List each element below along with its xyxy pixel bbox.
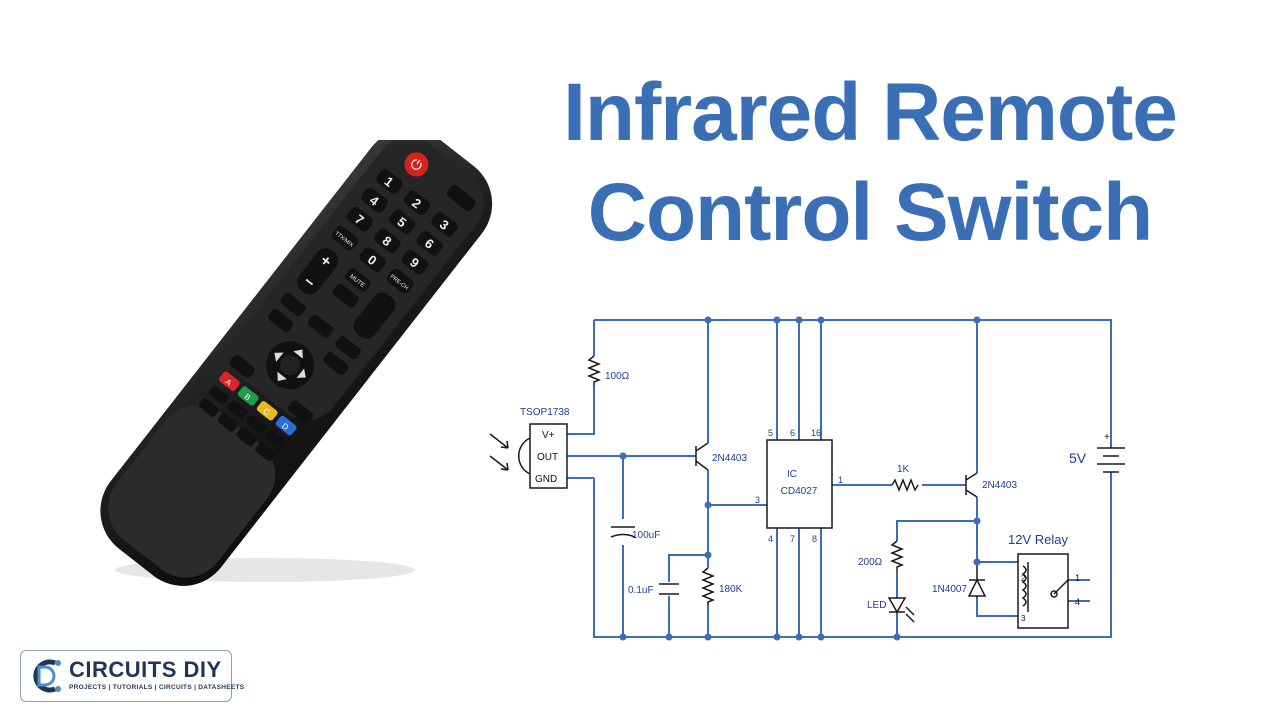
relay-pin-1: 1 (1075, 573, 1080, 583)
resistor-200-ohm (889, 540, 905, 571)
arrow-down-icon (277, 371, 287, 381)
r200-label: 200Ω (858, 557, 883, 568)
relay-label: 12V Relay (1008, 532, 1068, 547)
c01u-label: 0.1uF (628, 585, 654, 596)
battery-symbol (1097, 447, 1125, 473)
mute-button (345, 268, 371, 292)
battery-plus-label: + (1104, 432, 1110, 443)
q2-label: 2N4403 (982, 480, 1017, 491)
key-b-label: B (242, 392, 252, 402)
q1-legs (695, 442, 709, 471)
capacitor-0-1uF (659, 583, 679, 595)
ic-body (766, 439, 833, 529)
sensor-name: TSOP1738 (520, 407, 570, 418)
ic-pin-8: 8 (812, 534, 817, 544)
relay-pin-3: 3 (1021, 614, 1026, 623)
ic-pin-5: 5 (768, 428, 773, 438)
diode-symbol (967, 578, 987, 597)
led-symbol (887, 597, 907, 614)
key-a (219, 371, 240, 391)
ir-arrow-icon (489, 433, 509, 449)
r180k-label: 180K (719, 584, 743, 595)
ic-pin-7: 7 (790, 534, 795, 544)
logo-name: CIRCUITS DIY (69, 657, 222, 682)
r1k-label: 1K (897, 464, 910, 475)
arrow-up-icon (293, 349, 303, 359)
power-button (404, 152, 429, 177)
tsop-lens (518, 437, 531, 475)
sensor-pin-gnd: GND (535, 474, 557, 485)
ic-pin-1: 1 (838, 475, 843, 485)
relay-switch (1053, 579, 1069, 595)
source-button (446, 185, 476, 212)
diode-label: 1N4007 (932, 584, 967, 595)
circuits-diy-logo: CIRCUITS DIY PROJECTS | TUTORIALS | CIRC… (20, 650, 244, 702)
exit-button (287, 400, 314, 424)
components (489, 355, 1125, 629)
tsop-body (529, 423, 568, 489)
led-label: LED (867, 600, 886, 611)
relay-coil (1021, 565, 1027, 607)
logo-tagline: PROJECTS | TUTORIALS | CIRCUITS | DATASH… (69, 684, 245, 691)
title-line-2: Control Switch (587, 167, 1154, 258)
battery-label: 5V (1069, 450, 1087, 466)
q1-label: 2N4403 (712, 453, 747, 464)
color-keys: A B C D (219, 371, 297, 436)
resistor-100-ohm (586, 355, 602, 386)
numeric-keypad: 1 2 3 4 5 6 7 8 9 TTX/MIX 0 PRE-CH (331, 169, 458, 294)
ir-arrow-icon (489, 455, 509, 471)
sensor-pin-vplus: V+ (542, 430, 555, 441)
ic-pin-4: 4 (768, 534, 773, 544)
relay-pin-2: 2 (1021, 574, 1026, 583)
r100-label: 100Ω (605, 371, 630, 382)
relay-body (1017, 553, 1069, 629)
c100u-label: 100uF (632, 530, 660, 541)
ic-pin-6: 6 (790, 428, 795, 438)
chlist-button (332, 283, 359, 308)
media-keys (198, 385, 286, 462)
ic-pin-3: 3 (755, 495, 760, 505)
title-line-1: Infrared Remote (563, 67, 1178, 158)
relay-pin-4: 4 (1075, 597, 1080, 607)
ic-pin-16: 16 (811, 428, 821, 438)
junction-dots (619, 316, 981, 641)
arrow-left-icon (274, 352, 284, 362)
sensor-pin-out: OUT (537, 452, 558, 463)
key-c (256, 401, 278, 421)
logo-mark-icon (33, 659, 61, 693)
key-c-label: C (261, 407, 271, 418)
ic-label-2: CD4027 (781, 486, 818, 497)
q2-legs (965, 472, 978, 498)
menu-row (268, 293, 361, 376)
schematic-labels: TSOP1738 V+ OUT GND 100Ω 100uF 0.1uF 180… (520, 371, 1110, 623)
key-d-label: D (280, 421, 290, 432)
remote-control-image: ⏻ 1 2 3 4 5 6 7 8 9 TTX/MIX 0 PRE-CH + −… (100, 140, 493, 586)
resistor-180k (700, 567, 716, 605)
resistor-1k (891, 477, 919, 493)
wires (567, 319, 1112, 638)
dpad (266, 341, 315, 390)
relay-contact (1050, 590, 1058, 598)
volume-rocker (296, 248, 339, 295)
remote-grip (108, 404, 276, 578)
return-button (229, 354, 255, 378)
key-b (237, 386, 259, 406)
ic-label-1: IC (787, 469, 797, 480)
key-a-label: A (224, 377, 234, 388)
channel-rocker (353, 292, 396, 339)
capacitor-100uF (610, 526, 636, 538)
led-light-icon (905, 606, 915, 623)
key-d (275, 415, 297, 436)
arrow-right-icon (296, 368, 306, 378)
